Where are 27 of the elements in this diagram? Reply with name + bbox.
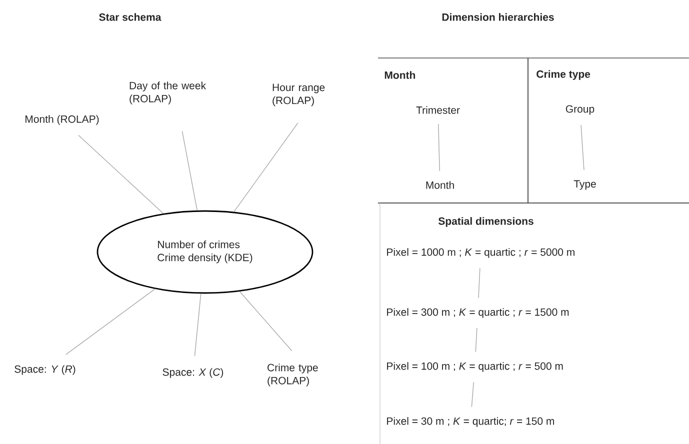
level-label: Group bbox=[566, 105, 594, 115]
level-label: Type bbox=[574, 180, 596, 190]
level-label: Pixel = 30 m ; K = quartic; r = 150 m bbox=[387, 417, 554, 427]
section-title: Dimension hierarchies bbox=[442, 13, 554, 21]
connector-line bbox=[66, 288, 156, 355]
dimension-label: Space: X (C) bbox=[162, 368, 224, 378]
level-label: Pixel = 1000 m ; K = quartic ; r = 5000 m bbox=[387, 248, 574, 258]
connector-line bbox=[239, 291, 292, 352]
level-label: Pixel = 100 m ; K = quartic ; r = 500 m bbox=[387, 362, 563, 372]
level-label: Trimester bbox=[416, 106, 460, 114]
dimension-label: Day of the week (ROLAP) bbox=[130, 82, 206, 104]
level-label: Pixel = 300 m ; K = quartic ; r = 1500 m bbox=[387, 308, 569, 318]
level-label: Month bbox=[426, 181, 454, 189]
connector-line bbox=[438, 124, 440, 172]
dimension-label: Space: Y (R) bbox=[14, 365, 76, 375]
connector-line bbox=[478, 268, 480, 298]
connector-line bbox=[471, 382, 474, 408]
connector-line bbox=[182, 130, 198, 211]
connector-line bbox=[475, 328, 478, 352]
connector-line bbox=[580, 124, 584, 170]
connector-line bbox=[194, 293, 202, 356]
connector-line bbox=[78, 134, 164, 214]
dimension-label: Month (ROLAP) bbox=[26, 115, 99, 125]
dimension-label: Crime type (ROLAP) bbox=[268, 364, 318, 386]
connector-line bbox=[234, 122, 298, 212]
dimension-label: Hour range (ROLAP) bbox=[272, 84, 325, 106]
section-title: Star schema bbox=[99, 13, 162, 21]
